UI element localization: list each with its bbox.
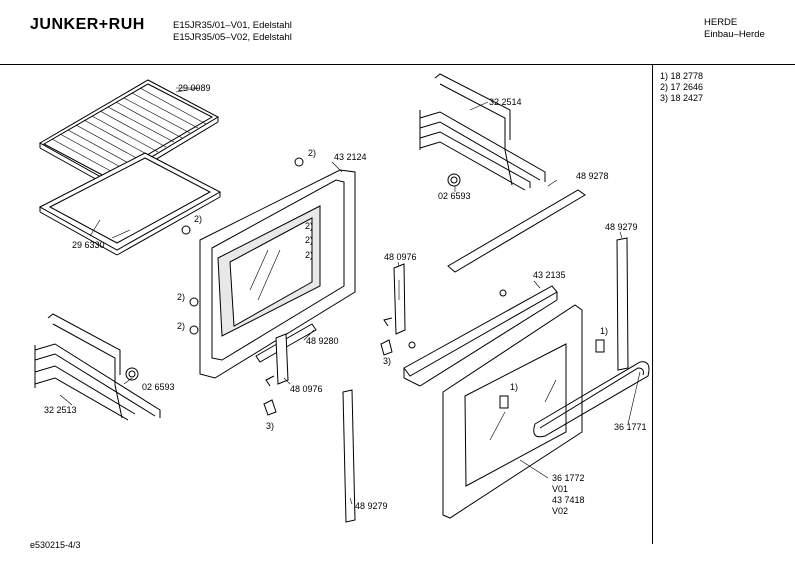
vertical-strip-right-drawing (616, 237, 629, 371)
seal-strip-drawing (447, 189, 586, 273)
label-48-9279-bottom: 48 9279 (355, 501, 388, 511)
label-48-9279-right: 48 9279 (605, 222, 638, 232)
ref-3-b: 3) (266, 421, 275, 431)
ref-1-a: 1) (600, 326, 609, 336)
hinge-low-drawing (265, 333, 289, 387)
label-29-6330: 29 6330 (72, 240, 105, 250)
wire-rack-drawing (38, 79, 220, 188)
legend-item-1: 1) 18 2778 (660, 71, 704, 81)
label-43-2124: 43 2124 (334, 152, 367, 162)
label-43-7418: 43 7418 (552, 495, 585, 505)
ref-2-g: 2) (305, 250, 314, 260)
label-32-2514: 32 2514 (489, 97, 522, 107)
ref-2-d: 2) (177, 321, 186, 331)
category-line-2: Einbau–Herde (704, 29, 765, 40)
clip-low-drawing (263, 399, 277, 416)
leader-lines (59, 87, 641, 505)
model-line-2: E15JR35/05–V02, Edelstahl (173, 32, 292, 43)
label-v02: V02 (552, 506, 569, 516)
ref-2-c: 2) (177, 292, 186, 302)
ref-1-b: 1) (510, 382, 519, 392)
label-48-9280: 48 9280 (306, 336, 339, 346)
brand-logo: JUNKER+RUH (30, 16, 145, 33)
label-02-6593-top: 02 6593 (438, 191, 471, 201)
door-frame-drawing (199, 169, 356, 379)
model-line-1: E15JR35/01–V01, Edelstahl (173, 20, 292, 31)
nut-left-drawing (125, 367, 139, 381)
vertical-strip-bottom-drawing (342, 389, 356, 523)
baking-tray-drawing (38, 152, 222, 256)
handle-drawing (533, 361, 650, 438)
header-divider (0, 64, 795, 65)
category-line-1: HERDE (704, 17, 738, 28)
label-36-1771: 36 1771 (614, 422, 647, 432)
nut-top-drawing (447, 173, 461, 187)
label-36-1772: 36 1772 (552, 473, 585, 483)
label-48-0976-low: 48 0976 (290, 384, 323, 394)
ref-2-a: 2) (308, 148, 317, 158)
label-48-0976-mid: 48 0976 (384, 252, 417, 262)
clip-mid-drawing (380, 339, 393, 356)
bracket-drawing (403, 285, 558, 387)
legend-item-2: 2) 17 2646 (660, 82, 704, 92)
ref-2-e: 2) (305, 221, 314, 231)
legend-divider (652, 64, 653, 544)
label-48-9278: 48 9278 (576, 171, 609, 181)
label-v01: V01 (552, 484, 569, 494)
label-29-0089: 29 0089 (178, 83, 211, 93)
ref-2-f: 2) (305, 235, 314, 245)
door-drawing (442, 304, 605, 519)
label-02-6593-left: 02 6593 (142, 382, 175, 392)
drawing-id: e530215-4/3 (30, 540, 81, 550)
hinge-mid-drawing (383, 263, 406, 335)
legend-item-3: 3) 18 2427 (660, 93, 704, 103)
ref-3-a: 3) (383, 356, 392, 366)
side-rail-top-drawing (419, 73, 546, 191)
label-43-2135: 43 2135 (533, 270, 566, 280)
side-rail-left-drawing (34, 313, 161, 421)
ref-2-b: 2) (194, 214, 203, 224)
label-32-2513: 32 2513 (44, 405, 77, 415)
